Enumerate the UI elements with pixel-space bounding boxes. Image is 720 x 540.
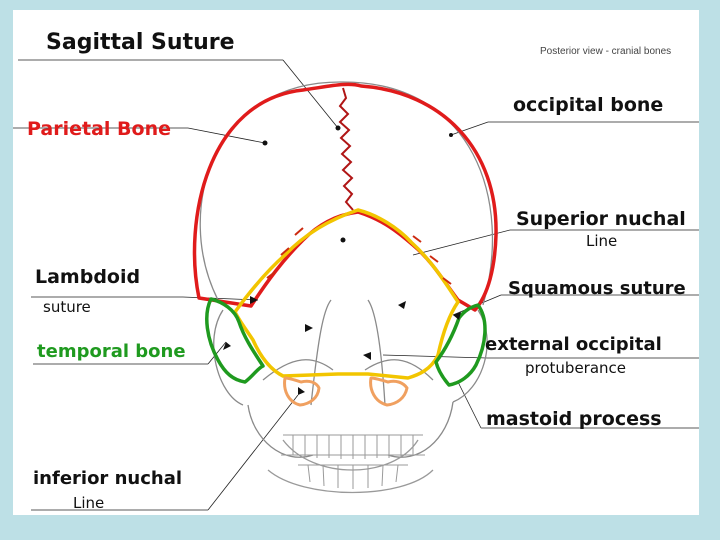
dot-parietal — [262, 140, 268, 146]
skull-drawing — [13, 59, 699, 511]
label-sagittal-suture: Sagittal Suture — [46, 30, 235, 55]
mastoid-process-right — [369, 376, 409, 407]
arrow-squamous — [453, 312, 461, 320]
arrow-inferior-nuchal — [298, 387, 305, 395]
leader-temporal-diag — [207, 341, 227, 365]
sagittal-suture-line — [338, 87, 354, 211]
leader-lines — [13, 59, 699, 511]
label-parietal-bone: Parietal Bone — [27, 118, 171, 140]
arrow-superior-nuchal — [398, 301, 406, 309]
skull-outline — [199, 81, 494, 494]
diagram-canvas: Posterior view - cranial bones Sagittal … — [13, 10, 699, 515]
page-title: Posterior view - cranial bones — [540, 46, 672, 57]
label-superior-nuchal-line: Line — [586, 232, 618, 250]
dot-occipital-leader — [449, 133, 453, 137]
label-inferior-nuchal-line: Line — [73, 494, 105, 512]
label-lambdoid: Lambdoid — [35, 266, 141, 288]
landmark-markers — [223, 125, 461, 395]
arrow-temporal — [223, 342, 231, 350]
leader-superior-diag — [412, 229, 511, 256]
mastoid-process-left — [283, 376, 321, 407]
leader-mastoid-diag — [457, 381, 482, 429]
label-occipital-bone: occipital bone — [513, 94, 664, 116]
arrow-external-occipital — [363, 352, 371, 360]
arrow-lambdoid — [250, 296, 258, 304]
arrow-parietal-inner — [305, 324, 313, 332]
leader-inferior-diag — [207, 394, 299, 511]
label-squamous-suture: Squamous suture — [508, 278, 686, 299]
label-lambdoid-suture: suture — [43, 298, 91, 316]
leader-external-diag — [382, 354, 488, 359]
dot-sagittal — [335, 125, 341, 131]
lambdoid-suture-wave — [266, 227, 452, 285]
temporal-bone-right — [434, 303, 487, 387]
temporal-bone-left — [205, 297, 265, 384]
label-external-occipital: external occipital — [485, 334, 662, 355]
leader-sagittal-diag — [282, 59, 339, 129]
leader-occipital-diag — [450, 121, 489, 136]
label-superior-nuchal: Superior nuchal — [516, 208, 686, 230]
parietal-bone-outline — [192, 82, 498, 312]
label-temporal-bone: temporal bone — [37, 341, 186, 362]
dot-occipital — [340, 237, 346, 243]
label-mastoid-process: mastoid process — [486, 408, 662, 430]
label-protuberance: protuberance — [525, 359, 627, 377]
occipital-bone-outline — [233, 208, 460, 380]
teeth — [281, 434, 425, 489]
label-inferior-nuchal: inferior nuchal — [33, 468, 183, 489]
